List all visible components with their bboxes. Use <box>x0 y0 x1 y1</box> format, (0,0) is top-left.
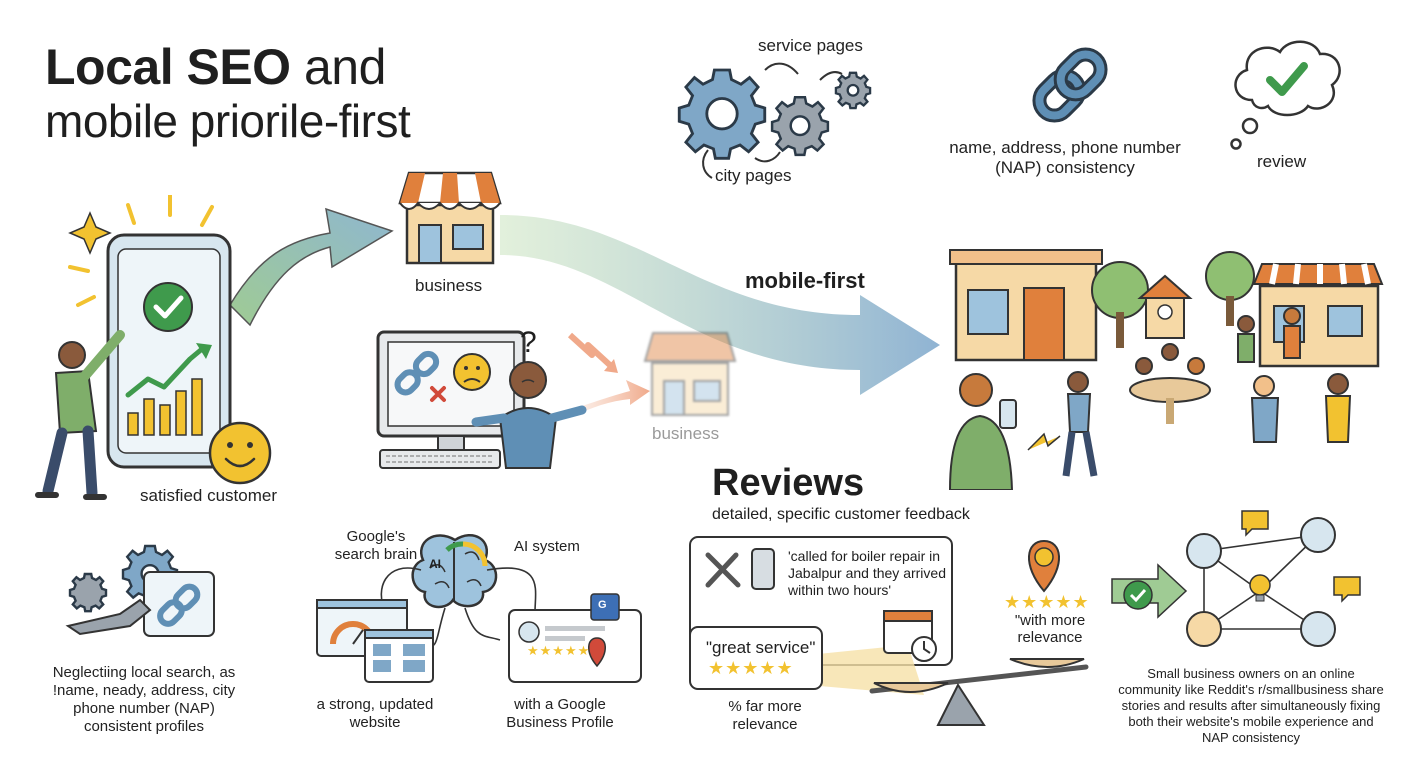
more-relevance-label: "with more relevance <box>1014 612 1086 646</box>
faded-business-label: business <box>652 424 720 443</box>
community-label: Small business owners on an online commu… <box>1118 666 1384 745</box>
far-more-relevance-label: % far more relevance <box>728 698 802 733</box>
check-circle-icon <box>143 282 193 332</box>
detailed-review-stars: ★★★★★ <box>1004 592 1090 612</box>
business-store-icon <box>398 171 502 265</box>
strong-website-label: a strong, updated website <box>316 696 434 731</box>
flow-arrows <box>229 207 940 417</box>
gears-illustration <box>677 62 872 179</box>
member-avatar <box>1186 611 1222 647</box>
check-circle-icon <box>1123 580 1153 610</box>
faded-arrow <box>570 380 650 417</box>
checkmark-icon <box>1266 62 1308 96</box>
sad-face-icon <box>453 353 491 391</box>
chat-bubble-icon <box>1241 510 1269 537</box>
town-scene-illustration <box>948 249 1384 490</box>
member-avatar <box>1186 533 1222 569</box>
detailed-review-quote: 'called for boiler repair in Jabalpur an… <box>788 548 946 598</box>
ai-tag: AI <box>429 557 441 571</box>
satisfied-customer-label: satisfied customer <box>140 486 277 505</box>
large-gear-icon <box>677 68 767 160</box>
google-profile-label: with a Google Business Profile <box>506 696 614 731</box>
profile-stars: ★★★★★ <box>527 643 591 658</box>
growth-arrow <box>229 207 394 327</box>
community-network-illustration <box>1111 510 1361 647</box>
phone-satisfied-illustration <box>35 195 272 500</box>
small-gear-icon <box>68 572 108 613</box>
lightbulb-icon <box>1249 574 1271 596</box>
business-profile-card <box>508 609 642 683</box>
member-avatar <box>1300 517 1336 553</box>
reviews-heading: Reviews <box>712 462 865 504</box>
generic-review-stars: ★★★★★ <box>708 658 794 678</box>
small-gear-icon <box>834 71 872 110</box>
google-badge: G <box>598 599 607 611</box>
city-pages-label: city pages <box>715 166 792 185</box>
boiler-icon <box>751 548 775 590</box>
neglect-illustration <box>65 544 215 637</box>
page-title-line-2: mobile priorile-first <box>45 95 411 147</box>
mobile-first-arrow <box>500 215 940 395</box>
review-label: review <box>1257 152 1307 171</box>
business-label: business <box>415 276 483 295</box>
member-avatar <box>1300 611 1336 647</box>
chain-link-icon <box>1032 47 1108 123</box>
reviews-illustration <box>689 536 1089 726</box>
map-pin-icon <box>588 637 606 668</box>
chat-bubble-icon <box>1333 576 1361 603</box>
reviews-subheading: detailed, specific customer feedback <box>712 506 970 523</box>
link-icon <box>157 583 201 627</box>
nap-consistency-label: name, address, phone number (NAP) consis… <box>949 138 1181 177</box>
neglect-label: Neglectiing local search, as !name, nead… <box>52 664 236 735</box>
broken-wrench-icon <box>65 598 152 636</box>
medium-gear-icon <box>770 95 830 157</box>
mobile-first-label: mobile-first <box>745 268 865 293</box>
faded-business-store-icon <box>643 332 737 416</box>
sparkle-icon <box>68 211 112 255</box>
review-thought-bubble <box>1230 40 1341 150</box>
page-title-line-1: Local SEO and <box>45 39 386 95</box>
broken-link-icon <box>394 350 440 396</box>
smiley-icon <box>208 421 272 485</box>
google-store-icon <box>590 593 620 621</box>
generic-review-quote: "great service" <box>706 638 816 657</box>
google-search-brain-label: Google's search brain <box>334 528 418 563</box>
question-mark: ? <box>520 326 537 359</box>
search-brain-illustration <box>316 534 642 683</box>
service-pages-label: service pages <box>758 36 863 55</box>
ai-system-label: AI system <box>514 538 580 555</box>
tools-icon <box>705 552 741 588</box>
confused-computer-illustration <box>376 330 587 469</box>
